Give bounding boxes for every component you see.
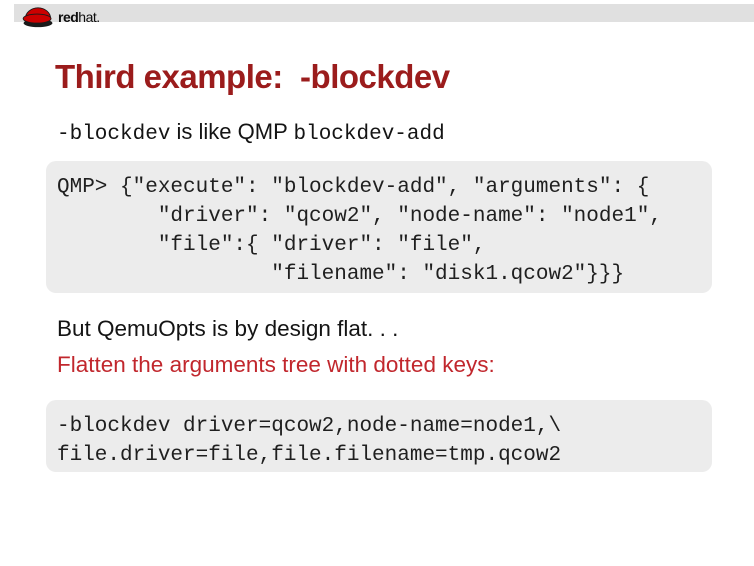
cli-code-block: -blockdev driver=qcow2,node-name=node1,\… xyxy=(46,400,712,472)
wordmark-hat: hat. xyxy=(78,9,100,25)
body-highlight: Flatten the arguments tree with dotted k… xyxy=(57,352,495,377)
qmp-code-block: QMP> {"execute": "blockdev-add", "argume… xyxy=(46,161,712,293)
subtitle-plain-text: is like QMP xyxy=(170,119,294,144)
slide-subtitle: -blockdev is like QMP blockdev-add xyxy=(57,119,445,146)
subtitle-command-code: blockdev-add xyxy=(293,123,445,146)
wordmark-red: red xyxy=(58,9,79,25)
slide-title: Third example: -blockdev xyxy=(55,58,450,95)
redhat-wordmark: redhat. xyxy=(58,10,100,24)
qmp-code-line-4: "filename": "disk1.qcow2"}}} xyxy=(57,263,625,286)
cli-code-line-2: file.driver=file,file.filename=tmp.qcow2 xyxy=(57,444,562,467)
redhat-logo: redhat. xyxy=(20,0,100,32)
redhat-fedora-icon xyxy=(22,7,53,28)
body-statement: But QemuOpts is by design flat. . . xyxy=(57,316,399,341)
qmp-code-line-1: QMP> {"execute": "blockdev-add", "argume… xyxy=(57,176,650,199)
header-band xyxy=(14,4,754,22)
subtitle-option-code: -blockdev xyxy=(57,123,171,146)
qmp-code-line-2: "driver": "qcow2", "node-name": "node1", xyxy=(57,205,662,228)
cli-code-line-1: -blockdev driver=qcow2,node-name=node1,\ xyxy=(57,415,562,438)
qmp-code-line-3: "file":{ "driver": "file", xyxy=(57,234,486,257)
